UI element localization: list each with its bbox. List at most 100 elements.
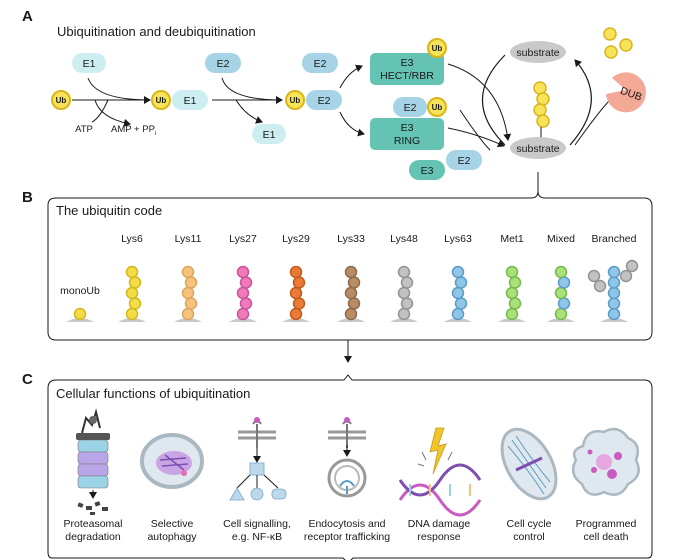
ub-unit (557, 276, 571, 289)
atp-label: ATP (75, 124, 93, 135)
ub-unit (181, 265, 195, 279)
chain-lys48: Lys48 (390, 233, 418, 322)
free-ub-1 (603, 27, 617, 41)
ub-e2-enzyme (306, 90, 342, 110)
ub-unit (128, 276, 142, 289)
ub-unit (508, 276, 522, 289)
panel-c-letter: C (22, 371, 33, 388)
ub-unit (557, 297, 571, 310)
ub-unit (289, 307, 303, 321)
function-label-line1: Proteasomal (64, 518, 123, 530)
ub-free-label: Ub (56, 96, 67, 105)
panel-b-frame (47, 172, 653, 341)
chain-monoub: monoUb (60, 285, 100, 322)
ub-unit (400, 297, 414, 310)
substrate-top (510, 41, 566, 63)
arrow-amp (94, 99, 131, 127)
chain-lys63: Lys63 (444, 233, 472, 322)
ub-unit (181, 286, 195, 300)
ub-unit (239, 276, 253, 289)
ub-unit (292, 276, 306, 289)
ub-unit (184, 297, 198, 310)
ub-ring (427, 97, 447, 117)
ub-free (51, 90, 71, 110)
chain-label: Met1 (500, 233, 524, 245)
function-label-line2: receptor trafficking (304, 531, 390, 543)
panel-c-frame (47, 374, 653, 560)
function-label-line2: e.g. NF-κB (232, 531, 282, 543)
chain-label: Lys63 (444, 233, 472, 245)
cycle-right (569, 59, 592, 146)
ub-unit (397, 307, 411, 321)
chain-label: Lys6 (121, 233, 143, 245)
signalling-icon (229, 417, 287, 501)
e1-released (252, 124, 286, 144)
e2-hect (302, 53, 338, 73)
ub-unit (289, 286, 303, 300)
ub-unit (292, 297, 306, 310)
ub-branch (625, 259, 639, 273)
ub-unit (289, 265, 303, 279)
panel-b-letter: B (22, 189, 33, 206)
chain-label: Lys48 (390, 233, 418, 245)
panel-a-title: Ubiquitination and deubiquitination (57, 24, 256, 39)
chain-label: Lys11 (175, 233, 202, 245)
e1-label: E1 (83, 58, 96, 70)
cycle-left (482, 54, 506, 146)
e2-released (446, 150, 482, 170)
arrow-e1-release (235, 99, 263, 124)
dub-enzyme (606, 72, 646, 113)
function-label-line1: Programmed (576, 518, 637, 530)
ub-unit (347, 297, 361, 310)
ub-unit (344, 265, 358, 279)
e2-label: E2 (217, 58, 230, 70)
ub-unit (554, 307, 568, 321)
panel-a: A Ubiquitination and deubiquitination E1… (22, 8, 646, 180)
arrow-ring-substrate (447, 127, 505, 148)
ub-unit (451, 307, 465, 321)
ub-unit (125, 286, 139, 300)
e3-released (409, 160, 445, 180)
substrate-bottom-label: substrate (516, 143, 559, 155)
e3-ring (370, 118, 444, 150)
function-label-line2: autophagy (147, 531, 197, 543)
ub-unit (344, 286, 358, 300)
substrate-bottom (510, 137, 566, 159)
ub-unit (397, 286, 411, 300)
ub-unit (607, 297, 621, 310)
ub-branch (587, 269, 601, 283)
ub-unit (236, 286, 250, 300)
substrate-ub-chain (533, 81, 550, 138)
arrow-release (459, 109, 491, 151)
amp-label: AMP + PPi (111, 124, 156, 137)
e2-released-label: E2 (458, 155, 471, 167)
chain-lys11: Lys11 (174, 233, 202, 322)
ub-unit (607, 276, 621, 289)
chain-label: Mixed (547, 233, 575, 245)
chain-mixed: Mixed (547, 233, 575, 322)
proteasome-icon (76, 408, 110, 515)
chain-branched: Branched (587, 233, 639, 322)
function-label-line1: Endocytosis and (308, 518, 385, 530)
ub-unit (607, 307, 621, 321)
cell-death-icon (571, 427, 640, 496)
ub-unit (184, 276, 198, 289)
ub-e2-label: E2 (318, 95, 331, 107)
function-label-line2: degradation (65, 531, 121, 543)
ub-hect (427, 38, 447, 58)
e3-hect-line1: E3 (401, 57, 414, 69)
ub-unit (554, 265, 568, 279)
ub-unit (505, 286, 519, 300)
panel-c-title: Cellular functions of ubiquitination (56, 386, 250, 401)
e3-hect (370, 53, 444, 85)
ub-unit (236, 265, 250, 279)
e3-ring-line1: E3 (401, 122, 414, 134)
ub-unit (236, 307, 250, 321)
e2-enzyme (205, 53, 241, 73)
ub-branch (619, 269, 633, 283)
cell-cycle-icon (500, 427, 558, 501)
ub-unit (451, 286, 465, 300)
ub-unit (400, 276, 414, 289)
chain-label: Lys27 (229, 233, 257, 245)
